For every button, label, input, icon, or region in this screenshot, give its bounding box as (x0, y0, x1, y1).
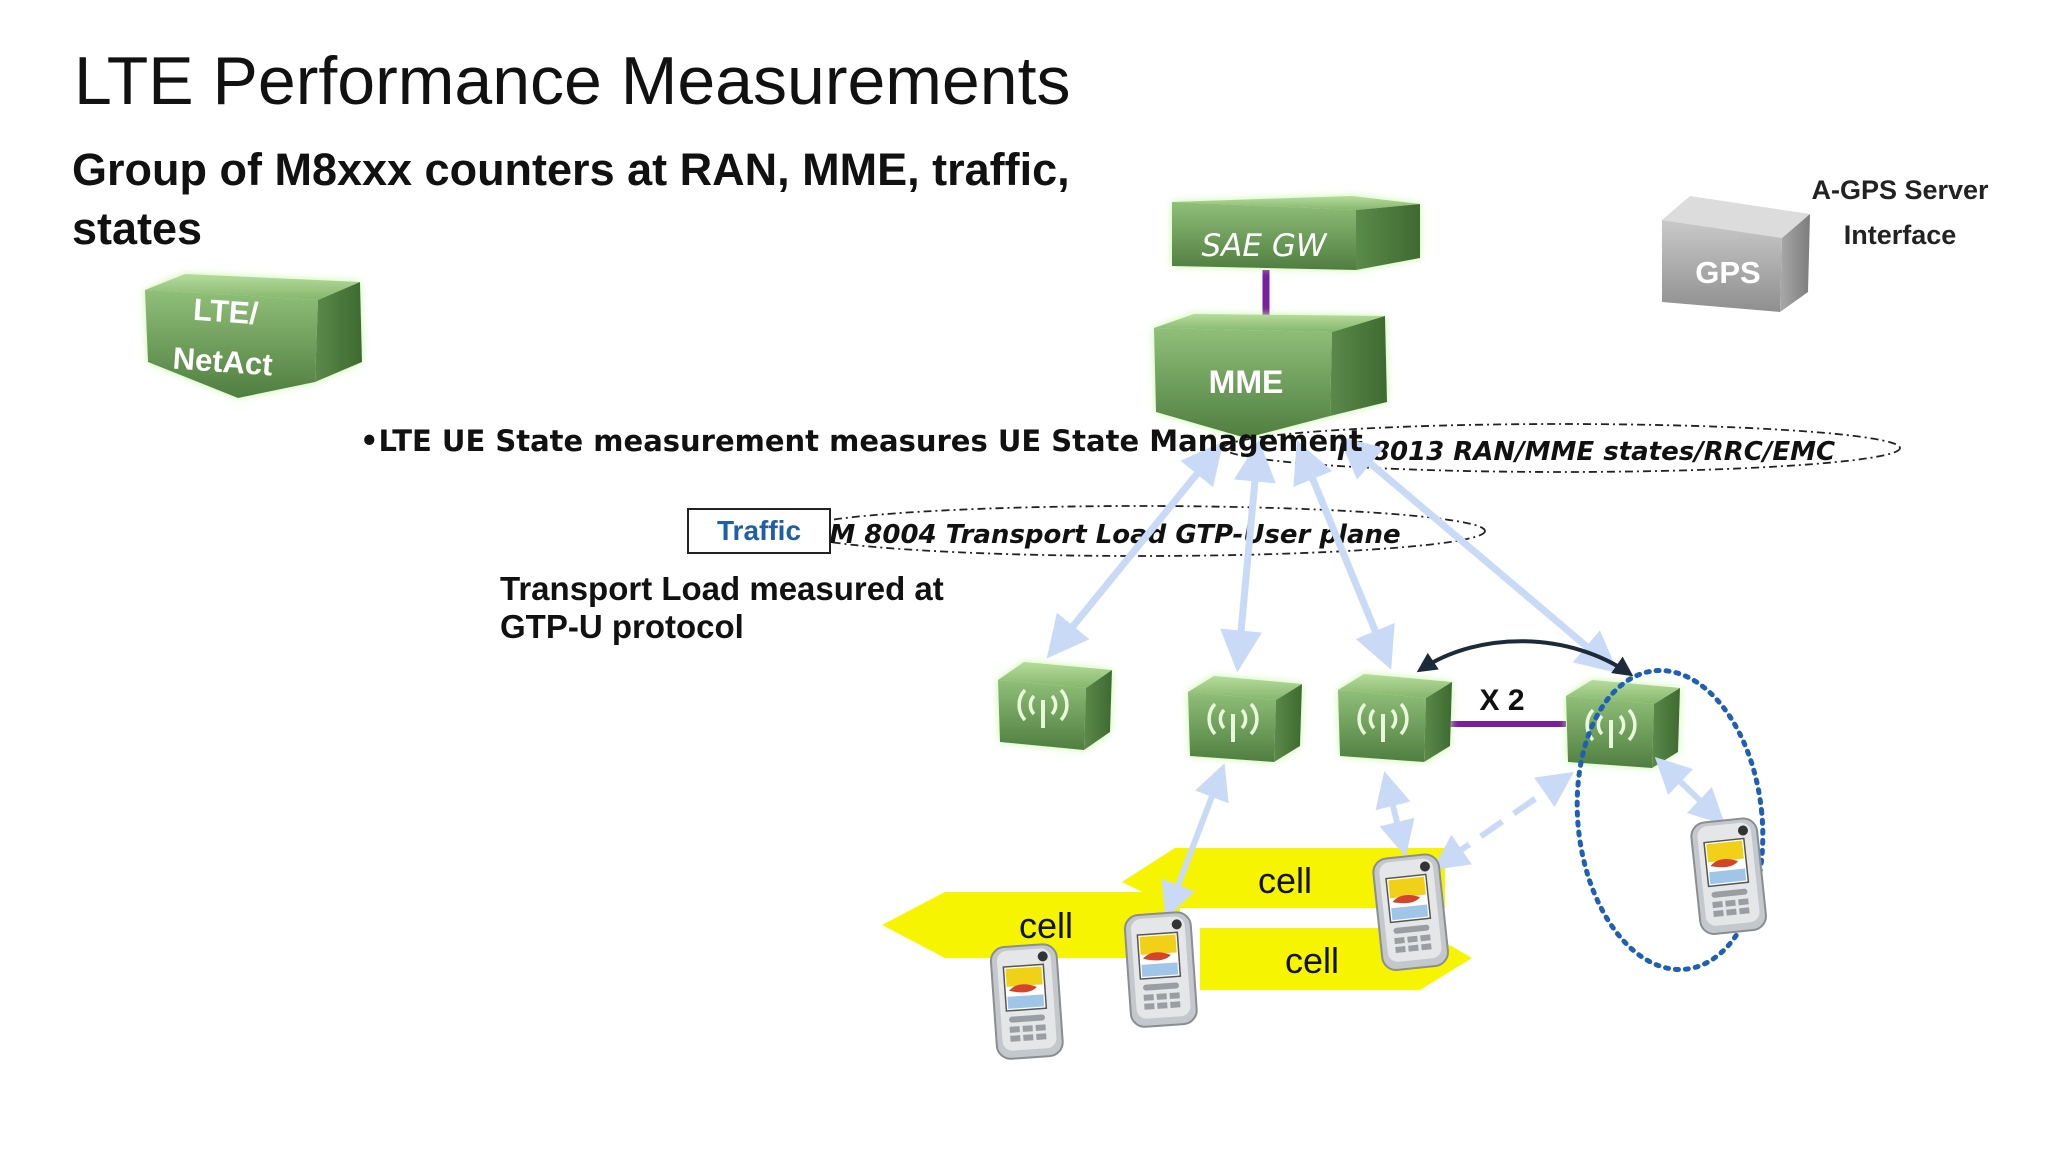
phone-1 (989, 942, 1065, 1061)
sae-gw-label: SAE GW (1202, 228, 1328, 264)
netact-node (145, 274, 362, 398)
serving-area-outline (1574, 668, 1766, 972)
arrow-ue-4 (1654, 756, 1726, 826)
mme-enb-arrows (1046, 436, 1619, 674)
arrow-enb-3 (1293, 440, 1395, 670)
cell-label-2: cell (1019, 905, 1073, 946)
phone-3 (1371, 852, 1451, 973)
netact-label-line2: NetAct (172, 341, 274, 383)
m8004-label: M 8004 Transport Load GTP-User plane (829, 520, 1400, 550)
slide-subtitle: Group of M8xxx counters at RAN, MME, tra… (72, 144, 1070, 254)
arrow-enb-4 (1338, 436, 1619, 674)
enb-4 (1566, 680, 1680, 768)
cell-label-3: cell (1285, 940, 1339, 981)
arrow-ue-1 (1161, 763, 1229, 919)
arrow-ue-3 (1432, 771, 1574, 871)
ue-state-bullet: •LTE UE State measurement measures UE St… (360, 424, 1363, 458)
arrow-ue-2 (1375, 771, 1415, 857)
m8013-label: M 8013 RAN/MME states/RRC/EMC (1337, 437, 1835, 467)
mme-node (1154, 314, 1387, 438)
arrow-enb-2 (1220, 439, 1276, 673)
m8013-ellipse (1223, 423, 1901, 473)
a-gps-server-label-line2: Interface (1843, 220, 1957, 250)
sae-gw-node (1172, 196, 1420, 270)
phone-2 (1123, 910, 1199, 1029)
cell-label-1: cell (1258, 860, 1312, 901)
traffic-box: Traffic (687, 508, 831, 554)
phone-4 (1689, 816, 1769, 937)
slide-title: LTE Performance Measurements (74, 43, 1071, 119)
gps-label: GPS (1695, 255, 1760, 290)
arrow-enb-1 (1046, 441, 1224, 659)
transport-load-text: Transport Load measured at GTP-U protoco… (500, 570, 944, 646)
mme-label: MME (1209, 364, 1284, 400)
traffic-label: Traffic (716, 515, 802, 546)
handover-arrow (1416, 639, 1634, 677)
gps-node (1662, 196, 1810, 312)
enb-2 (1188, 676, 1302, 762)
enb-ue-arrows (1161, 756, 1726, 919)
enb-3 (1338, 674, 1452, 762)
transport-load-line2: GTP-U protocol (500, 608, 744, 645)
enb-1 (998, 662, 1112, 750)
a-gps-server-label: A-GPS Server Interface (1800, 168, 2000, 258)
x2-label: X 2 (1479, 684, 1524, 717)
cell-arrow-2 (882, 892, 1180, 958)
transport-load-line1: Transport Load measured at (500, 570, 944, 607)
netact-label-line1: LTE/ (192, 292, 260, 331)
a-gps-server-label-line1: A-GPS Server (1811, 175, 1989, 205)
